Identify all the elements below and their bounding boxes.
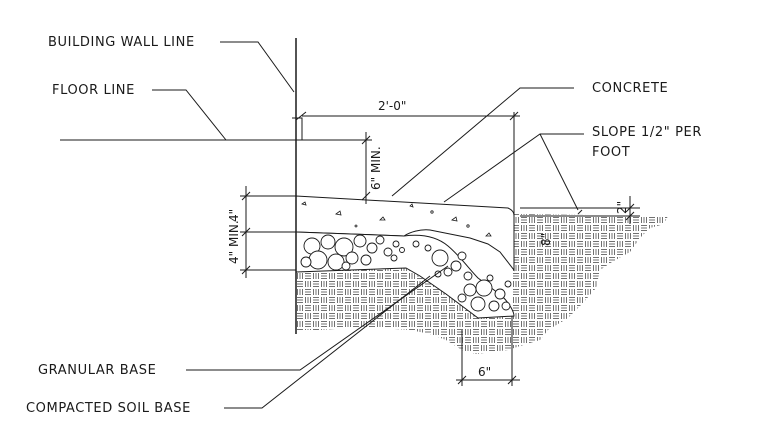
- label-granular-base: GRANULAR BASE: [38, 363, 156, 378]
- dim-4in-min: 4" MIN.: [227, 220, 241, 264]
- dim-left-stack: [240, 186, 296, 278]
- label-slope-line2: FOOT: [592, 145, 630, 160]
- dim-2ft-0in: [295, 111, 520, 216]
- dim-bottom-6in-text: 6": [478, 365, 491, 379]
- dim-6in-min: [302, 132, 372, 204]
- leaders: [152, 41, 584, 409]
- dim-4in: 4": [227, 209, 241, 222]
- dim-2in-edge: 2": [615, 201, 629, 214]
- label-compacted-soil-base: COMPACTED SOIL BASE: [26, 401, 191, 416]
- dim-8in-edge: 8": [539, 233, 553, 246]
- dim-width-top: 2'-0": [378, 99, 406, 113]
- compacted-soil-area: [296, 214, 668, 354]
- dim-6in-min-text: 6" MIN.: [369, 146, 383, 190]
- concrete-slab: [295, 195, 515, 272]
- dim-right-edge: [520, 196, 640, 224]
- label-building-wall-line: BUILDING WALL LINE: [48, 35, 195, 50]
- label-floor-line: FLOOR LINE: [52, 83, 135, 98]
- label-concrete: CONCRETE: [592, 81, 668, 96]
- label-slope-line1: SLOPE 1/2" PER: [592, 125, 702, 140]
- concrete-aggregate: [301, 201, 492, 237]
- wall-notch: [292, 117, 303, 141]
- gravel-stones: [300, 234, 512, 312]
- dim-bottom-6in: [456, 316, 520, 386]
